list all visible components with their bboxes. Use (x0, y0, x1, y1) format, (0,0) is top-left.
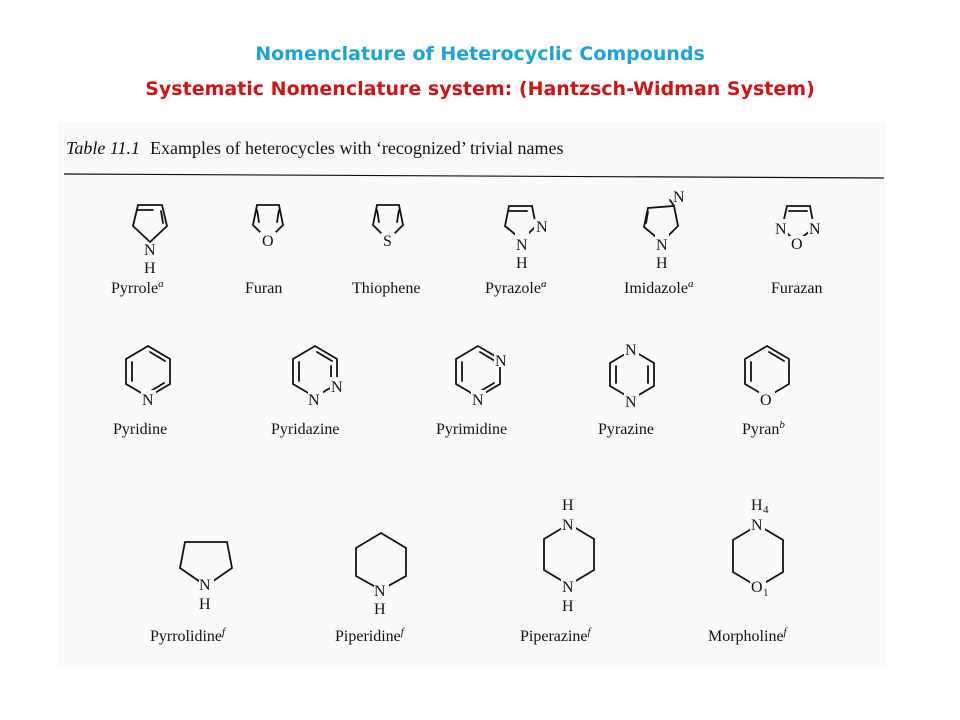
label-thiophene: Thiophene (352, 280, 420, 297)
svg-text:1: 1 (763, 587, 769, 599)
svg-text:N: N (656, 237, 668, 254)
svg-text:N: N (751, 517, 763, 534)
structure-pyrrolidine: NH Pyrrolidinef (150, 541, 233, 645)
svg-text:N: N (331, 379, 343, 396)
structure-pyridine: N Pyridine (113, 344, 171, 438)
table-caption: Table 11.1 Examples of heterocycles with … (66, 138, 564, 158)
label-pyrazole: Pyrazolea (485, 278, 547, 297)
svg-text:N: N (516, 237, 528, 254)
svg-text:H: H (144, 260, 156, 277)
svg-text:O: O (791, 236, 803, 253)
svg-text:O: O (760, 392, 772, 409)
svg-text:H: H (656, 255, 668, 272)
structure-pyrazole: NH N Pyrazolea (485, 205, 548, 297)
svg-text:N: N (673, 189, 685, 206)
svg-text:S: S (383, 233, 392, 250)
structure-piperazine: HN NH Piperazinef (520, 497, 595, 645)
structure-pyran: O Pyranb (742, 344, 790, 438)
label-pyrazine: Pyrazine (598, 421, 654, 438)
table-label: Table 11.1 (66, 138, 140, 158)
label-piperidine: Piperidinef (335, 626, 406, 645)
svg-text:H: H (562, 497, 574, 514)
label-morpholine: Morpholinef (708, 626, 789, 645)
heterocycle-table-figure: Table 11.1 Examples of heterocycles with … (63, 138, 885, 645)
svg-text:N: N (562, 517, 574, 534)
label-pyrimidine: Pyrimidine (436, 421, 507, 438)
svg-text:N: N (495, 353, 507, 370)
svg-text:H: H (199, 596, 211, 613)
label-pyridazine: Pyridazine (271, 421, 339, 438)
svg-text:N: N (775, 221, 787, 238)
svg-text:N: N (144, 242, 156, 259)
svg-text:N: N (308, 392, 320, 409)
svg-text:4: 4 (763, 504, 769, 516)
structure-piperidine: NH Piperidinef (335, 531, 407, 645)
structure-pyrazine: N N Pyrazine (598, 341, 655, 438)
svg-text:N: N (562, 579, 574, 596)
structure-pyrimidine: N N Pyrimidine (436, 344, 509, 438)
label-piperazine: Piperazinef (520, 626, 593, 645)
label-pyran: Pyranb (742, 419, 785, 438)
svg-text:O: O (262, 233, 274, 250)
table-caption-text: Examples of heterocycles with ‘recognize… (150, 138, 564, 158)
label-pyrrolidine: Pyrrolidinef (150, 626, 227, 645)
structure-thiophene: S Thiophene (352, 204, 420, 297)
svg-text:N: N (199, 577, 211, 594)
structure-furan: O Furan (245, 204, 284, 297)
slide-title: Nomenclature of Heterocyclic Compounds (255, 43, 705, 65)
structure-pyrrole: NH Pyrrolea (111, 204, 168, 297)
label-pyridine: Pyridine (113, 421, 167, 438)
svg-text:N: N (142, 392, 154, 409)
label-pyrrole: Pyrrolea (111, 278, 164, 297)
svg-text:O: O (751, 579, 763, 596)
svg-text:H: H (374, 601, 386, 618)
svg-text:N: N (374, 583, 386, 600)
structure-imidazole: N NH Imidazolea (624, 189, 694, 297)
table-rule (63, 173, 885, 179)
slide-subtitle: Systematic Nomenclature system: (Hantzsc… (145, 78, 815, 100)
svg-text:H: H (751, 497, 763, 514)
structure-pyridazine: N N Pyridazine (271, 344, 345, 438)
svg-text:N: N (472, 392, 484, 409)
structure-furazan: N N O Furazan (771, 205, 823, 297)
label-furazan: Furazan (771, 280, 823, 297)
svg-text:N: N (536, 219, 548, 236)
svg-text:N: N (625, 394, 637, 411)
svg-text:N: N (625, 342, 637, 359)
svg-text:N: N (809, 221, 821, 238)
label-furan: Furan (245, 280, 282, 297)
svg-text:H: H (516, 255, 528, 272)
label-imidazole: Imidazolea (624, 278, 694, 297)
svg-text:H: H (562, 598, 574, 615)
